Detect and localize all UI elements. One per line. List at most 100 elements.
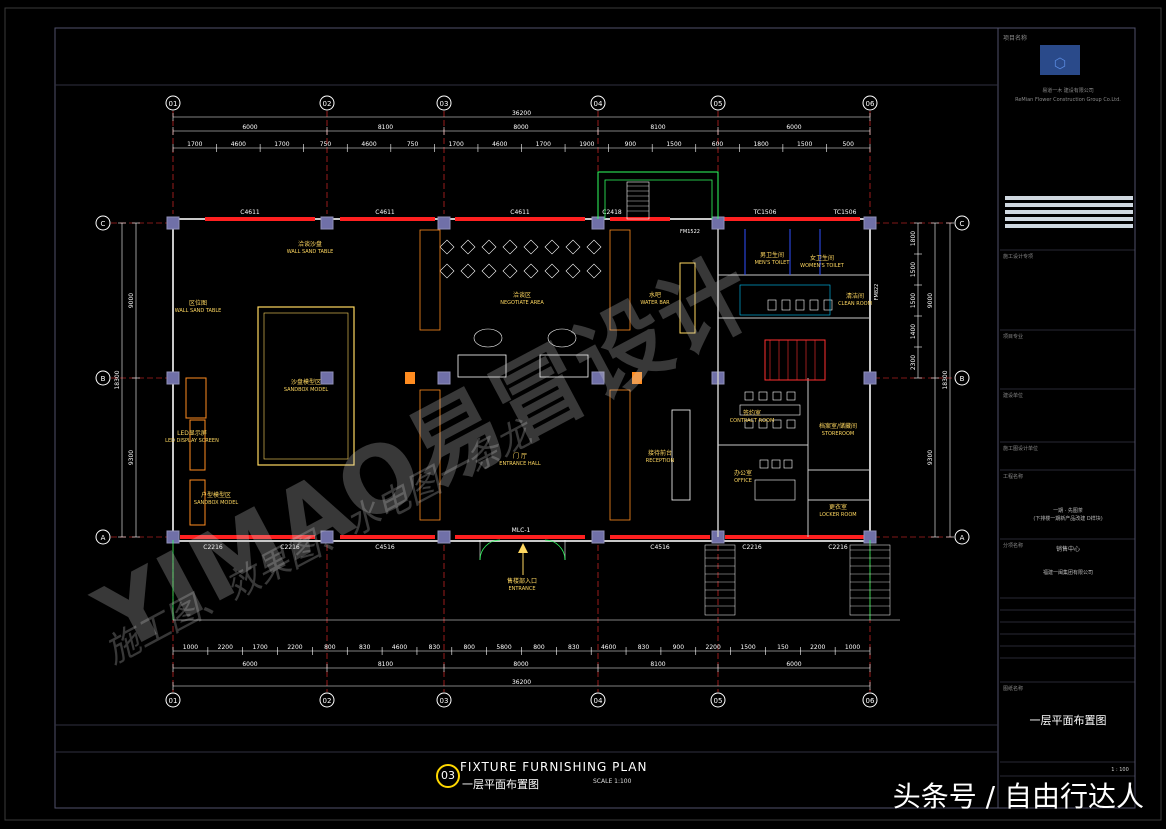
glass-curtain-wall	[455, 535, 585, 539]
dim-bottom-span-label: 8100	[378, 661, 393, 668]
structural-column	[405, 372, 415, 384]
room-label-en-16: ENTRANCE	[508, 586, 535, 592]
lounge-chair	[502, 263, 518, 279]
dim-right-span-label: 9300	[927, 450, 934, 465]
axis-label-04: 04	[594, 697, 603, 705]
window-label-bottom: C2216	[280, 544, 300, 551]
chair	[786, 391, 796, 401]
tb-field-label: 项目专业	[1003, 333, 1023, 340]
plan-number-bubble: 03	[436, 764, 460, 788]
dim-right-detail-label: 1500	[910, 293, 917, 308]
title-block-frame	[997, 27, 1136, 809]
structural-column	[863, 216, 877, 230]
room-label-cn-12: 更衣室	[829, 503, 847, 511]
dim-top-detail-label: 1700	[449, 141, 464, 148]
room-label-cn-2: 沙盘模型区	[291, 378, 321, 386]
dim-top-span-label: 8100	[378, 124, 393, 131]
dim-top-span-label: 6000	[786, 124, 801, 131]
toilet-fixture	[795, 299, 805, 311]
dim-bottom-detail-label: 4600	[601, 644, 616, 651]
chair	[758, 391, 768, 401]
plan-title-cn: 一层平面布置图	[462, 778, 539, 791]
lounge-chair	[544, 239, 560, 255]
lounge-chair	[439, 239, 455, 255]
glass-curtain-wall	[340, 535, 435, 539]
plan-scale: SCALE 1:100	[593, 778, 632, 785]
counter	[739, 284, 831, 316]
display-panel	[189, 419, 206, 471]
window-label-top: C2418	[602, 209, 622, 216]
axis-label-01: 01	[169, 100, 178, 108]
dim-right-total-label: 18300	[942, 370, 949, 389]
room-label-cn-9: 签约室	[743, 409, 761, 417]
room-label-en-4: SANDBOX MODEL	[194, 500, 239, 506]
axis-bubble-A	[95, 529, 111, 545]
structural-column	[320, 371, 334, 385]
room-label-cn-8: 接待前台	[648, 449, 672, 457]
chair	[758, 419, 768, 429]
toilet-fixture	[809, 299, 819, 311]
room-label-en-11: OFFICE	[734, 478, 752, 484]
dim-bottom-detail-label: 830	[568, 644, 580, 651]
lounge-chair	[502, 239, 518, 255]
tb-field-label: 工程名称	[1003, 473, 1023, 480]
dim-top-detail-label: 4600	[231, 141, 246, 148]
room-label-cn-5: 洽谈区	[513, 291, 531, 299]
dim-top-detail-label: 500	[842, 141, 854, 148]
axis-label-06: 06	[866, 697, 875, 705]
axis-label-01: 01	[169, 697, 178, 705]
water-bar-counter	[679, 262, 696, 334]
title-block-drawing-title: 一层平面布置图	[1029, 714, 1107, 727]
axis-bubble-01	[165, 692, 181, 708]
lounge-chair	[439, 263, 455, 279]
structural-column	[437, 371, 451, 385]
room-label-cn-3: LED显示屏	[177, 430, 207, 437]
axis-label-03: 03	[440, 100, 449, 108]
axis-label-C: C	[960, 220, 965, 228]
axis-label-06: 06	[866, 100, 875, 108]
structural-column	[166, 371, 180, 385]
dim-bottom-detail-label: 830	[638, 644, 650, 651]
tb-field-label: 图纸名称	[1003, 685, 1023, 692]
room-label-cn-16: 售楼部入口	[507, 577, 537, 585]
tb-bar	[1005, 224, 1133, 228]
room-label-cn-4: 户型模型区	[201, 491, 231, 499]
dim-bottom-total-label: 36200	[512, 679, 531, 686]
axis-label-03: 03	[440, 697, 449, 705]
lounge-chair	[523, 263, 539, 279]
dim-top-detail-label: 600	[712, 141, 724, 148]
dim-top-detail-label: 1700	[274, 141, 289, 148]
lounge-chair	[586, 263, 602, 279]
chair	[759, 459, 769, 469]
dim-top-detail-label: 1700	[536, 141, 551, 148]
tb-subitem: 销售中心	[1056, 545, 1080, 553]
dim-right-detail-label: 1800	[910, 231, 917, 246]
structural-column	[591, 371, 605, 385]
axis-bubble-C	[954, 215, 970, 231]
structural-column	[591, 530, 605, 544]
tb-bar	[1005, 196, 1133, 200]
dim-top-detail-label: 1700	[187, 141, 202, 148]
axis-bubble-02	[319, 692, 335, 708]
room-label-en-6: ENTRANCE HALL	[499, 461, 541, 467]
decor-pillar	[609, 389, 631, 521]
dim-left-total-label: 18300	[114, 370, 121, 389]
glass-curtain-wall	[455, 217, 585, 221]
window-label-top: C4611	[240, 209, 260, 216]
company-logo	[1040, 45, 1080, 75]
room-label-cn-10: 档案室/储藏间	[819, 422, 857, 430]
dim-right-detail-label: 1400	[910, 324, 917, 339]
axis-bubble-A	[954, 529, 970, 545]
decor-pillar	[419, 229, 441, 331]
window-label-top: C4611	[375, 209, 395, 216]
dim-bottom-detail-label: 800	[324, 644, 336, 651]
dim-top-detail-label: 1500	[797, 141, 812, 148]
plan-title-en: FIXTURE FURNISHING PLAN	[460, 760, 648, 774]
dim-bottom-detail-label: 5800	[496, 644, 511, 651]
structural-column	[863, 371, 877, 385]
room-label-cn-15: 清洁间	[846, 292, 864, 300]
structural-column	[437, 216, 451, 230]
axis-bubble-04	[590, 95, 606, 111]
tb-project-2: (下排楼一期新产品改建 D样块)	[1033, 515, 1102, 522]
